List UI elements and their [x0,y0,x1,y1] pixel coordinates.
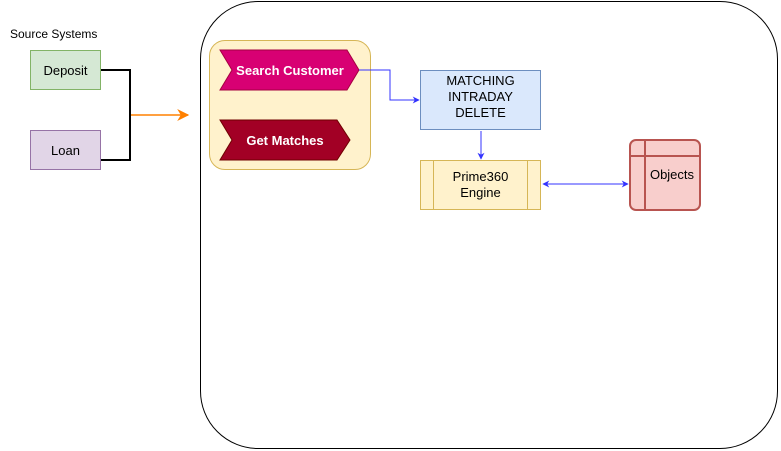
loan-label: Loan [51,142,80,158]
source-systems-title: Source Systems [10,27,98,41]
engine-left-bar [433,161,434,209]
get-matches-label: Get Matches [246,132,324,148]
deposit-label: Deposit [43,62,88,78]
engine-right-bar [527,161,528,209]
prime360-engine-process[interactable]: Prime360 Engine [420,160,541,210]
loan-source[interactable]: Loan [30,130,101,170]
search-customer-label: Search Customer [236,62,344,78]
matching-intraday-delete-box[interactable]: MATCHING INTRADAY DELETE [420,70,541,130]
engine-line-2: Engine [460,185,501,200]
objects-label: Objects [649,166,695,182]
matching-line-3: DELETE [455,105,506,120]
source-bracket-connector [101,69,131,161]
engine-line-1: Prime360 [452,169,509,184]
matching-line-1: MATCHING [446,73,515,88]
matching-line-2: INTRADAY [448,89,513,104]
deposit-source[interactable]: Deposit [30,50,101,90]
